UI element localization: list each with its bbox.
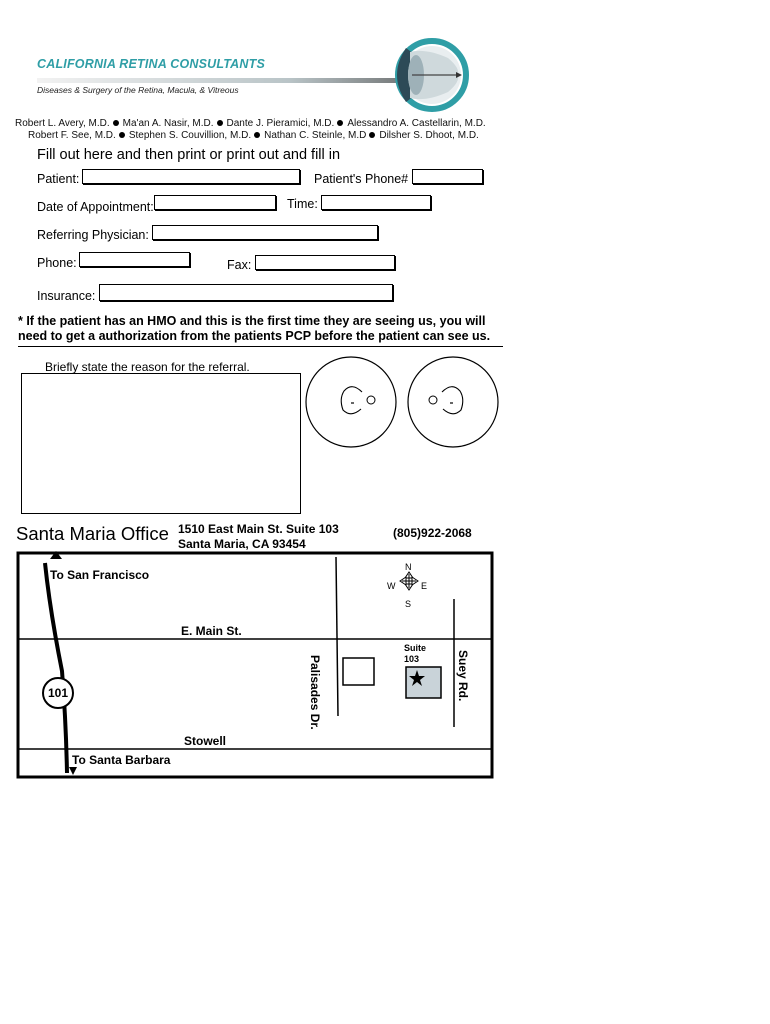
doctor-name: Alessandro A. Castellarin, M.D. bbox=[347, 118, 486, 129]
compass-s: S bbox=[405, 599, 412, 609]
doctor-name: Ma'an A. Nasir, M.D. bbox=[122, 118, 214, 129]
brand-name: CALIFORNIA RETINA CONSULTANTS bbox=[37, 57, 266, 71]
doctors-row-1: Robert L. Avery, M.D. Ma'an A. Nasir, M.D… bbox=[15, 118, 486, 129]
office-phone: (805)922-2068 bbox=[393, 526, 472, 540]
hmo-notice-line-1: * If the patient has an HMO and this is … bbox=[18, 314, 486, 328]
eye-logo-icon bbox=[386, 38, 470, 112]
highway-101-road bbox=[43, 562, 69, 774]
map-label-stowell: Stowell bbox=[184, 734, 227, 748]
brand-tagline: Diseases & Surgery of the Retina, Macula… bbox=[37, 85, 239, 95]
doctors-row-2: Robert F. See, M.D. Stephen S. Couvillion… bbox=[28, 130, 479, 141]
phone-field[interactable] bbox=[79, 252, 190, 267]
referring-physician-field[interactable] bbox=[152, 225, 378, 240]
fax-label: Fax: bbox=[227, 258, 252, 272]
insurance-field[interactable] bbox=[99, 284, 393, 301]
map-label-to-santa-barbara: To Santa Barbara bbox=[72, 753, 171, 767]
bullet-icon bbox=[118, 131, 125, 138]
bullet-icon bbox=[112, 119, 119, 126]
neighbor-building bbox=[342, 657, 375, 686]
fax-field[interactable] bbox=[255, 255, 395, 270]
highway-shield-icon bbox=[42, 677, 74, 709]
patient-label: Patient: bbox=[37, 172, 80, 186]
office-map bbox=[16, 551, 496, 781]
appointment-date-label: Date of Appointment: bbox=[37, 200, 154, 214]
office-star-icon bbox=[409, 670, 425, 686]
office-address-line-2: Santa Maria, CA 93454 bbox=[178, 537, 306, 551]
compass-icon bbox=[399, 571, 419, 591]
left-eye-diagram[interactable] bbox=[406, 355, 500, 449]
patient-phone-field[interactable] bbox=[412, 169, 483, 184]
appointment-date-field[interactable] bbox=[154, 195, 276, 210]
referral-reason-label: Briefly state the reason for the referra… bbox=[45, 360, 250, 374]
brand-swoosh bbox=[37, 72, 457, 83]
doctor-name: Nathan C. Steinle, M.D bbox=[264, 130, 367, 141]
referring-physician-label: Referring Physician: bbox=[37, 228, 149, 242]
referral-reason-textarea[interactable] bbox=[21, 373, 301, 514]
doctor-name: Robert F. See, M.D. bbox=[28, 130, 116, 141]
north-arrow-icon bbox=[50, 551, 62, 559]
form-instructions: Fill out here and then print or print ou… bbox=[37, 147, 341, 163]
map-label-to-san-francisco: To San Francisco bbox=[50, 568, 150, 582]
compass-w: W bbox=[387, 581, 396, 591]
time-label: Time: bbox=[287, 197, 318, 211]
doctor-name: Dante J. Pieramici, M.D. bbox=[226, 118, 335, 129]
office-address-line-1: 1510 East Main St. Suite 103 bbox=[178, 522, 339, 536]
palisades-road bbox=[335, 556, 339, 717]
bullet-icon bbox=[369, 131, 376, 138]
doctor-name: Stephen S. Couvillion, M.D. bbox=[128, 130, 252, 141]
map-label-suite-number: 103 bbox=[404, 654, 420, 664]
south-arrow-icon bbox=[69, 767, 77, 775]
map-label-palisades: Palisades Dr. bbox=[308, 655, 322, 730]
map-label-main-st: E. Main St. bbox=[181, 624, 242, 638]
compass-n: N bbox=[405, 562, 412, 572]
office-title: Santa Maria Office bbox=[16, 523, 169, 544]
divider bbox=[18, 346, 503, 347]
office-building bbox=[405, 666, 442, 699]
insurance-label: Insurance: bbox=[37, 289, 96, 303]
map-label-suite: Suite bbox=[404, 643, 427, 653]
time-field[interactable] bbox=[321, 195, 431, 210]
doctor-name: Dilsher S. Dhoot, M.D. bbox=[379, 130, 479, 141]
hmo-notice-line-2: need to get a authorization from the pat… bbox=[18, 329, 491, 343]
compass-e: E bbox=[421, 581, 428, 591]
right-eye-diagram[interactable] bbox=[304, 355, 398, 449]
phone-label: Phone: bbox=[37, 256, 77, 270]
bullet-icon bbox=[254, 131, 261, 138]
patient-phone-label: Patient's Phone# bbox=[314, 172, 409, 186]
map-label-suey: Suey Rd. bbox=[456, 650, 470, 702]
patient-field[interactable] bbox=[82, 169, 300, 184]
highway-number: 101 bbox=[47, 686, 69, 700]
bullet-icon bbox=[337, 119, 344, 126]
doctor-name: Robert L. Avery, M.D. bbox=[15, 118, 110, 129]
bullet-icon bbox=[216, 119, 223, 126]
